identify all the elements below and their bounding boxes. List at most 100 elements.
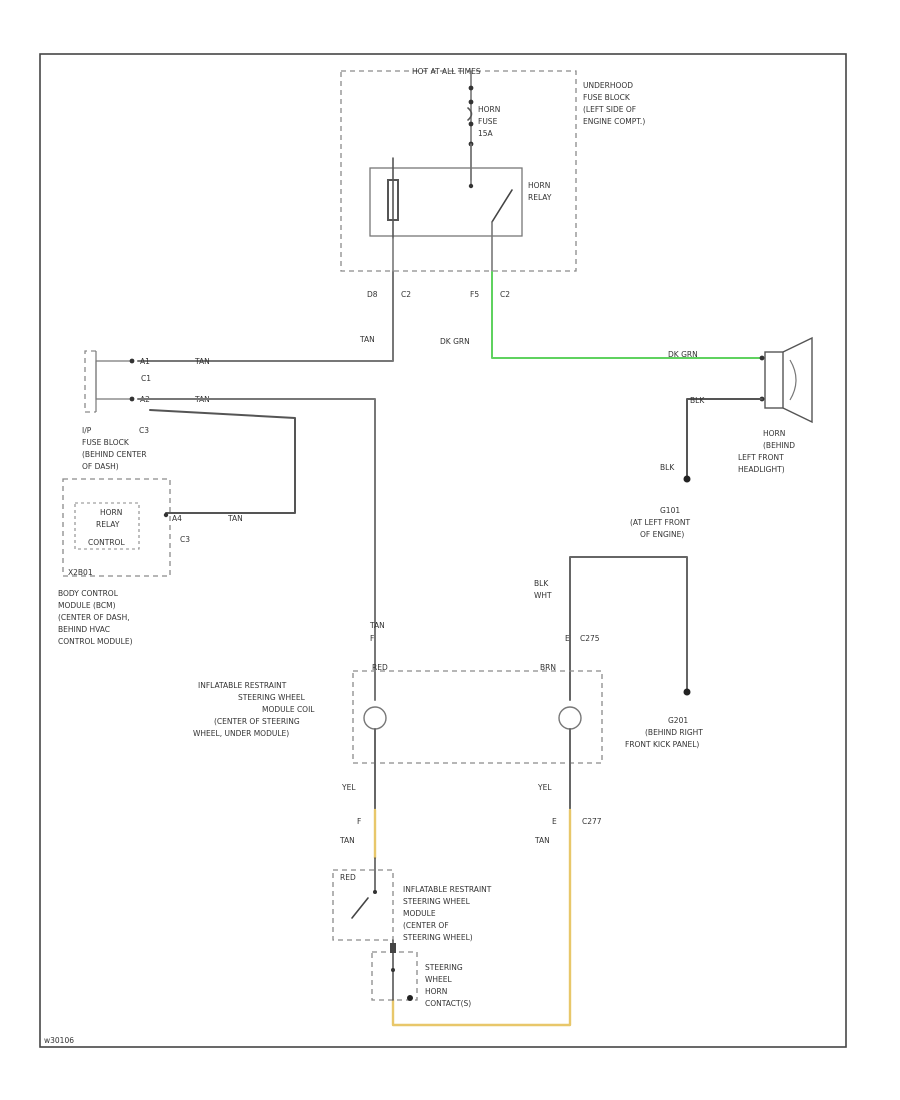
svg-text:(BEHIND: (BEHIND (763, 441, 795, 450)
svg-text:MODULE: MODULE (403, 909, 436, 918)
svg-text:WHT: WHT (534, 591, 552, 600)
svg-text:15A: 15A (478, 129, 494, 138)
dk-grn-horn-label: DK GRN (668, 350, 698, 359)
relay-switch-contact-icon (491, 189, 513, 223)
tan-lower-right-label: TAN (534, 836, 550, 845)
module-box (332, 869, 394, 941)
svg-text:ENGINE COMPT.): ENGINE COMPT.) (583, 117, 645, 126)
svg-text:FUSE: FUSE (478, 117, 498, 126)
horn-fuse-symbol (467, 107, 473, 121)
horn-relay-label: HORN RELAY (528, 181, 552, 202)
tan-ip1-label: TAN (194, 357, 210, 366)
tan-bcm-label: TAN (227, 514, 243, 523)
horn-fuse-label: HORN FUSE 15A (478, 105, 500, 138)
tan-wire-to-bcm (149, 409, 296, 514)
dk-grn-label: DK GRN (440, 337, 470, 346)
blk-ground-label: BLK (660, 463, 675, 472)
svg-text:MODULE (BCM): MODULE (BCM) (58, 601, 116, 610)
bcm-pin: A4 (172, 514, 182, 523)
svg-text:CONTACT(S): CONTACT(S) (425, 999, 471, 1008)
coil-pin-f2: F (357, 817, 361, 826)
svg-text:(BEHIND CENTER: (BEHIND CENTER (82, 450, 147, 459)
svg-text:(LEFT SIDE OF: (LEFT SIDE OF (583, 105, 636, 114)
conn-d8-label: C2 (401, 290, 411, 299)
svg-text:HORN: HORN (763, 429, 785, 438)
bcm-id: X2B01 (68, 568, 93, 577)
pin-f5-label: F5 (470, 290, 479, 299)
module-label: INFLATABLE RESTRAINT STEERING WHEEL MODU… (403, 885, 492, 942)
coil-right-icon (558, 706, 582, 730)
brn-wire-right-label: BRN (540, 663, 556, 672)
relay-switch-node (468, 183, 474, 189)
svg-text:HORN: HORN (478, 105, 500, 114)
svg-text:(CENTER OF STEERING: (CENTER OF STEERING (214, 717, 300, 726)
coil-label: INFLATABLE RESTRAINT STEERING WHEEL MODU… (193, 681, 315, 738)
tan-wire-ip-to-coil (137, 398, 376, 701)
ip-fuse-block-box (84, 350, 96, 413)
fuse-top-node (468, 99, 474, 105)
yel-wire-right-label: YEL (537, 783, 552, 792)
svg-text:BODY CONTROL: BODY CONTROL (58, 589, 119, 598)
red-switch-label: RED (340, 873, 356, 882)
coil-left-icon (363, 706, 387, 730)
svg-text:FUSE BLOCK: FUSE BLOCK (82, 438, 130, 447)
svg-text:HORN: HORN (100, 508, 122, 517)
svg-text:(CENTER OF: (CENTER OF (403, 921, 449, 930)
ip-bus-bar (95, 360, 130, 400)
svg-text:INFLATABLE RESTRAINT: INFLATABLE RESTRAINT (198, 681, 287, 690)
diagram-ref-code: w30106 (44, 1036, 74, 1045)
horn-contact-label: STEERING WHEEL HORN CONTACT(S) (425, 963, 471, 1008)
ip-pin-a2-node (129, 396, 135, 402)
ip-pin-a1-node (129, 358, 135, 364)
diagram-border (39, 53, 847, 1048)
blk-wht-wire (569, 556, 688, 701)
relay-coil-icon (387, 179, 399, 221)
bcm-label: BODY CONTROL MODULE (BCM) (CENTER OF DAS… (58, 589, 133, 646)
svg-text:LEFT FRONT: LEFT FRONT (738, 453, 784, 462)
bcm-function-label: HORN RELAY CONTROL (88, 508, 125, 547)
underhood-fuse-block-box (340, 70, 577, 272)
coil-conn-c275: C275 (580, 634, 600, 643)
svg-text:G101: G101 (660, 506, 680, 515)
module-switch-node (373, 890, 377, 894)
yellow-wire-right (391, 808, 572, 1027)
g201-ground-icon (683, 688, 691, 696)
svg-text:(BEHIND RIGHT: (BEHIND RIGHT (645, 728, 703, 737)
horn-label: HORN (BEHIND LEFT FRONT HEADLIGHT) (738, 429, 795, 474)
module-switch-icon (351, 897, 369, 919)
red-wire-left-label: RED (372, 663, 388, 672)
svg-text:BLK: BLK (534, 579, 549, 588)
svg-text:STEERING: STEERING (425, 963, 463, 972)
svg-text:WHEEL: WHEEL (425, 975, 453, 984)
conn-f5-label: C2 (500, 290, 510, 299)
svg-text:STEERING WHEEL: STEERING WHEEL (238, 693, 306, 702)
svg-text:HORN: HORN (425, 987, 447, 996)
ip-fuse-block-label: I/P FUSE BLOCK (BEHIND CENTER OF DASH) (82, 426, 147, 471)
bcm-conn: C3 (180, 535, 190, 544)
coil-pin-e: E (565, 634, 570, 643)
horn-contact-box (371, 951, 418, 1001)
ip-conn-c1: C1 (141, 374, 151, 383)
bcm-pin-node (163, 512, 169, 518)
dk-grn-wire (491, 271, 761, 359)
svg-text:CONTROL: CONTROL (88, 538, 125, 547)
blk-wht-label: BLK WHT (534, 579, 552, 600)
svg-text:INFLATABLE RESTRAINT: INFLATABLE RESTRAINT (403, 885, 492, 894)
svg-text:HEADLIGHT): HEADLIGHT) (738, 465, 785, 474)
bcm-horn-relay-control-box (74, 502, 140, 550)
svg-text:(AT LEFT FRONT: (AT LEFT FRONT (630, 518, 691, 527)
svg-text:HORN: HORN (528, 181, 550, 190)
g101-ground-icon (683, 475, 691, 483)
svg-text:BEHIND HVAC: BEHIND HVAC (58, 625, 110, 634)
g201-label: G201 (BEHIND RIGHT FRONT KICK PANEL) (625, 716, 703, 749)
svg-text:STEERING WHEEL): STEERING WHEEL) (403, 933, 473, 942)
svg-text:CONTROL MODULE): CONTROL MODULE) (58, 637, 133, 646)
horn-contact-connector-icon (390, 943, 396, 953)
svg-text:RELAY: RELAY (96, 520, 120, 529)
fuse-bottom-node (468, 121, 474, 127)
bus-node (468, 85, 474, 91)
svg-text:STEERING WHEEL: STEERING WHEEL (403, 897, 471, 906)
tan-coil-top-label: TAN (369, 621, 385, 630)
svg-text:OF DASH): OF DASH) (82, 462, 119, 471)
